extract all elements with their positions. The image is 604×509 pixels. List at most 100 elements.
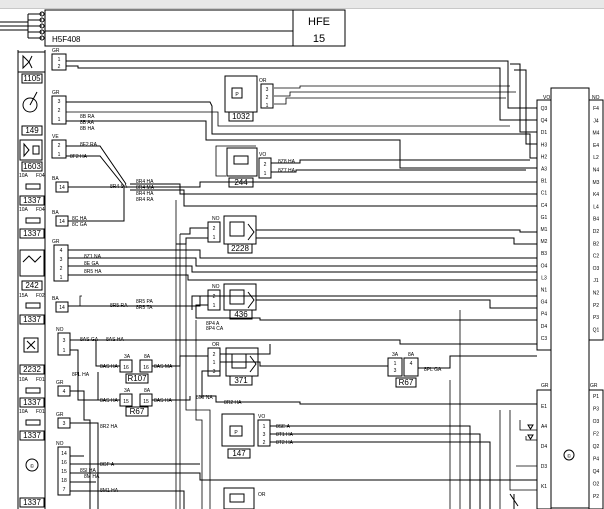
component-1032: P 1032 OR 3 2 1 (224, 75, 274, 122)
svg-text:2: 2 (58, 64, 61, 70)
svg-text:8R5 TA: 8R5 TA (136, 305, 153, 311)
svg-text:8P4 CA: 8P4 CA (206, 326, 224, 332)
ecu-right-pin-o3: O3 (593, 266, 600, 272)
ecu-right-pin-b4: B4 (593, 217, 599, 223)
svg-text:2: 2 (213, 294, 216, 300)
svg-text:8R4 SA: 8R4 SA (110, 184, 128, 190)
svg-text:8Z8 HA: 8Z8 HA (278, 159, 296, 165)
component-147: P 147 VO 1 3 2 (221, 413, 271, 459)
ecu-right-pin-k4: K4 (593, 192, 599, 198)
ecu-right-pin-j4: J4 (593, 118, 599, 124)
svg-text:8R2 HA: 8R2 HA (224, 400, 242, 406)
svg-text:8T1 HA: 8T1 HA (276, 432, 294, 438)
svg-text:1337: 1337 (23, 229, 41, 238)
svg-text:8AS HA: 8AS HA (100, 398, 118, 404)
svg-text:147: 147 (232, 449, 246, 458)
ecu-left-pin-m1: M1 (541, 227, 548, 233)
svg-text:8B RA: 8B RA (80, 114, 95, 120)
svg-text:8R5 HA: 8R5 HA (84, 269, 102, 275)
component-2228: NO 2 1 2228 (207, 215, 257, 254)
svg-text:8R4 HA: 8R4 HA (136, 191, 154, 197)
svg-text:2: 2 (60, 266, 63, 272)
ecu-left-b-pin-a4: A4 (541, 424, 547, 430)
ecu-left-pin-b3: B3 (541, 251, 547, 257)
svg-text:16: 16 (123, 365, 129, 371)
svg-text:8AS HA: 8AS HA (154, 398, 172, 404)
svg-text:2: 2 (213, 226, 216, 232)
sheet-number: 15 (313, 33, 325, 45)
svg-text:8B AA: 8B AA (80, 120, 95, 126)
svg-text:NO: NO (56, 441, 64, 447)
svg-text:8P4 A: 8P4 A (206, 321, 220, 327)
component-149: 149 GR 3 2 1 (21, 90, 67, 136)
harness-connector-icon (0, 11, 45, 41)
svg-text:1: 1 (266, 103, 269, 109)
component-2232: 2232 NO 3 1 (19, 327, 71, 375)
ecu-left-pin-p4: P4 (541, 312, 547, 318)
svg-text:1337: 1337 (23, 196, 41, 205)
ecu-right-pin-j1: J1 (593, 278, 599, 284)
svg-text:NO: NO (56, 327, 64, 333)
svg-text:149: 149 (25, 126, 39, 135)
svg-text:2: 2 (266, 95, 269, 101)
svg-text:1: 1 (213, 235, 216, 241)
svg-text:8AS GA: 8AS GA (80, 337, 99, 343)
component-1337-fuse-f02: 15A F02 1337 BA 14 (19, 293, 69, 325)
svg-text:OR: OR (259, 78, 267, 84)
ecu-right-pin-c2: C2 (593, 254, 600, 260)
svg-text:10A: 10A (19, 377, 29, 383)
svg-text:2: 2 (58, 143, 61, 149)
ecu-left-pin-c4: C4 (541, 203, 548, 209)
svg-text:3: 3 (394, 368, 397, 374)
ecu-left-pin-n1: N1 (541, 288, 548, 294)
ecu-left-pin-d4: D4 (541, 324, 548, 330)
svg-text:8F2 HA: 8F2 HA (70, 154, 88, 160)
svg-text:10A: 10A (19, 207, 29, 213)
ecu-left-pin-h3: H3 (541, 142, 548, 148)
svg-text:14: 14 (59, 185, 65, 191)
svg-text:VO: VO (259, 152, 266, 158)
svg-text:8C HA: 8C HA (72, 216, 87, 222)
ecu-right-pin-m3: M3 (593, 180, 600, 186)
component-bottom-relay: OR (223, 487, 266, 509)
svg-text:10A: 10A (19, 409, 29, 415)
svg-text:4: 4 (410, 361, 413, 367)
component-1105: 1105 GR 1 2 (17, 48, 67, 84)
ecu-connector-top: VO NO © (536, 87, 604, 509)
svg-text:8Z1 NA: 8Z1 NA (84, 254, 102, 260)
svg-text:15: 15 (143, 399, 149, 405)
ecu-right-pin-l2: L2 (593, 155, 599, 161)
svg-text:VE: VE (52, 134, 59, 140)
svg-text:©: © (567, 453, 571, 460)
ecu-left-b-pin-k1: K1 (541, 484, 547, 490)
svg-text:4: 4 (60, 248, 63, 254)
svg-text:2: 2 (213, 352, 216, 358)
svg-text:1105: 1105 (23, 74, 41, 83)
svg-text:8PL GA: 8PL GA (424, 367, 442, 373)
svg-text:NO: NO (592, 95, 600, 101)
ecu-left-b-pin-d4: D4 (541, 444, 548, 450)
svg-text:3: 3 (63, 421, 66, 427)
svg-text:3: 3 (60, 257, 63, 263)
ecu-left-pin-q3: Q3 (541, 106, 548, 112)
svg-text:BA: BA (52, 176, 59, 182)
svg-text:8GF A: 8GF A (100, 462, 115, 468)
ecu-right-b-pin-q2: Q2 (593, 444, 600, 450)
component-242: 242 GR 4 3 2 1 (19, 239, 69, 291)
svg-text:GR: GR (52, 239, 60, 245)
ecu-right-pin-p2: P2 (593, 303, 599, 309)
svg-text:OR: OR (258, 492, 266, 498)
relay-r67-a: 3A 8A 15 15 R67 (119, 388, 153, 417)
svg-text:8A: 8A (408, 352, 415, 358)
svg-text:7: 7 (63, 487, 66, 493)
component-371: OR 2 1 3 371 (207, 342, 259, 386)
svg-text:P: P (235, 92, 239, 98)
ecu-left-pin-a3: A3 (541, 167, 547, 173)
svg-text:1337: 1337 (23, 398, 41, 407)
svg-text:R107: R107 (127, 374, 147, 383)
svg-text:1: 1 (264, 171, 267, 177)
svg-text:3: 3 (213, 369, 216, 375)
relay-r67-b: 3A 8A 3 4 1 R67 (387, 352, 419, 388)
svg-text:BA: BA (52, 210, 59, 216)
